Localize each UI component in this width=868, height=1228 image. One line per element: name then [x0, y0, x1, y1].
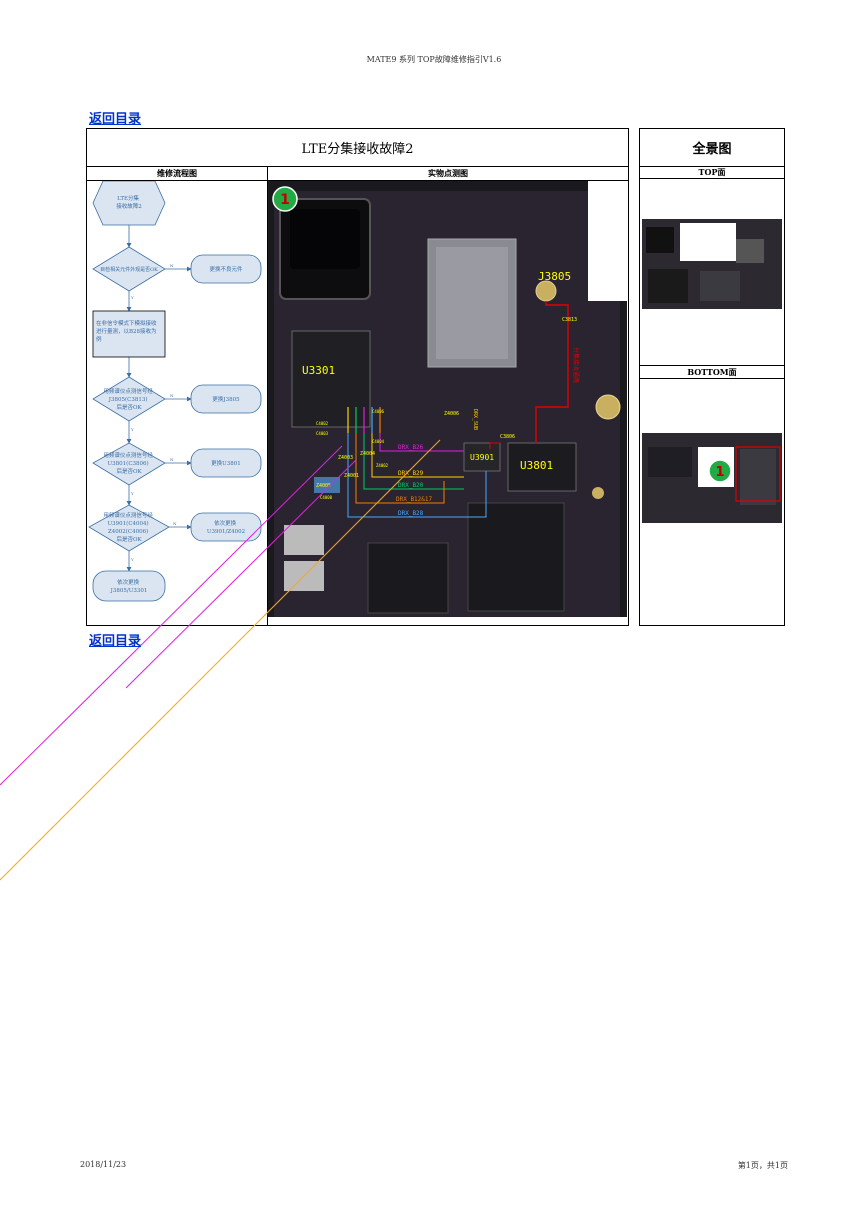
- label-drx-b12: DRX_B12&17: [396, 496, 433, 503]
- svg-text:LTE分集 接收故障2: LTE分集 接收故障2: [116, 194, 142, 210]
- label-z4001: Z4001: [344, 473, 359, 479]
- pcb-measurement-photo: U3301 J3805 U3801 U3901 C3813 分集接收通路 C38…: [268, 181, 627, 617]
- main-table: LTE分集接收故障2 维修流程图 实物点测图: [86, 128, 629, 626]
- flow-check3-diamond: [92, 376, 166, 422]
- photo-column-header: 实物点测图: [268, 166, 628, 181]
- label-u3301: U3301: [302, 364, 335, 377]
- flow-action4-text: 更换U3801: [211, 459, 241, 467]
- flow-end-box: [92, 570, 166, 602]
- back-to-toc-link-bottom[interactable]: 返回目录: [89, 634, 142, 649]
- flow-check4-line2: U3801(C3806): [108, 460, 149, 467]
- label-drx-b29: DRX_B29: [398, 470, 424, 477]
- top-side-label: TOP面: [640, 166, 784, 179]
- flow-mark-y3: Y: [130, 427, 134, 432]
- flow-start-line2: 接收故障2: [116, 202, 142, 210]
- label-u3801: U3801: [520, 459, 553, 472]
- flow-end-line2: J3805/U3301: [110, 588, 148, 594]
- flow-mark-n1: N: [170, 263, 174, 268]
- flow-check5-line3: Z4002(C4006): [108, 528, 148, 535]
- flow-action5-line1: 依次更换: [214, 519, 237, 527]
- column-divider: [267, 166, 268, 625]
- label-c4008: C4008: [320, 495, 333, 500]
- footer-date: 2018/11/23: [80, 1160, 127, 1169]
- svg-text:在非信令模式下模拟接收 进行量测，以B28接收为: 在非信令模式下模拟接收 进行量测，以B28接收为 例: [96, 319, 158, 343]
- svg-text:用频谱仪点测信号经 J3805(C3813): 用频谱仪点测信号经 J3805(C3813) 后是否OK: [103, 387, 154, 411]
- page-header: MATE9 系列 TOP故障维修指引V1.6: [366, 55, 502, 64]
- label-c4002: C4002: [316, 421, 329, 426]
- label-z4003: Z4003: [338, 455, 353, 461]
- overview-table: 全景图 TOP面 BOTTOM面 1: [639, 128, 785, 626]
- flow-check1-text: 目检相关元件外观是否OK: [100, 266, 158, 273]
- flow-mark-y4: Y: [130, 491, 134, 496]
- flow-mark-n5: N: [173, 521, 177, 526]
- flow-action1-text: 更换不良元件: [209, 265, 243, 273]
- flow-check5-line1: 用频谱仪点测信号经: [103, 511, 153, 519]
- label-c4006: C4006: [372, 409, 385, 414]
- label-j3805: J3805: [538, 270, 571, 283]
- footer-page: 第1页，共1页: [737, 1161, 788, 1170]
- label-c4003: C4003: [316, 431, 329, 436]
- flow-column-header: 维修流程图: [87, 166, 268, 181]
- label-red-path: 分集接收通路: [572, 347, 580, 383]
- back-to-toc-link-top[interactable]: 返回目录: [89, 112, 142, 127]
- label-drx-sub: DRX_SUB: [472, 409, 478, 430]
- flow-start-node: [92, 181, 166, 226]
- bottom-side-label: BOTTOM面: [640, 366, 784, 379]
- flow-action3-text: 更换J3805: [212, 395, 240, 403]
- flow-check4-line1: 用频谱仪点测信号经: [103, 451, 153, 459]
- flow-step2-box: [92, 310, 166, 358]
- label-drx-b28: DRX_B28: [398, 510, 424, 517]
- flow-action3-box: [190, 384, 262, 414]
- flow-mark-y5: Y: [130, 557, 134, 562]
- top-board-image: [642, 219, 782, 309]
- bottom-board-image: 1: [642, 433, 782, 523]
- flow-action5-box: [190, 512, 262, 542]
- photo-badge: 1: [280, 192, 290, 208]
- label-drx-b20: DRX_B20: [398, 482, 424, 489]
- flow-check3-line2: J3805(C3813): [108, 396, 148, 403]
- flow-check4-line3: 后是否OK: [116, 467, 142, 475]
- overview-title: 全景图: [640, 129, 784, 167]
- label-c4004: C4004: [372, 439, 385, 444]
- label-z4006: Z4006: [444, 411, 459, 417]
- flow-mark-n3: N: [170, 393, 174, 398]
- label-drx-b26: DRX_B26: [398, 444, 424, 451]
- label-z4004: Z4004: [360, 451, 375, 457]
- flow-check1-diamond: [92, 246, 166, 292]
- flow-step2-line3: 例: [96, 335, 102, 343]
- flow-end-line1: 依次更换: [117, 578, 140, 586]
- flow-mark-n4: N: [170, 457, 174, 462]
- flow-check5-diamond: [88, 504, 170, 552]
- flow-start-line1: LTE分集: [117, 194, 139, 202]
- label-u3901: U3901: [470, 453, 494, 462]
- flow-check5-line2: U3901(C4004): [108, 520, 149, 527]
- table-title: LTE分集接收故障2: [87, 129, 628, 167]
- label-c3813: C3813: [562, 317, 577, 323]
- label-z4002: Z4002: [376, 463, 389, 468]
- flow-step2-line2: 进行量测，以B28接收为: [96, 327, 157, 335]
- flow-step2-line1: 在非信令模式下模拟接收: [96, 319, 157, 327]
- repair-flowchart: LTE分集 接收故障2 目检相关元件外观是否OK 更换不良元件 在非信令模式下模…: [88, 181, 262, 602]
- flow-check3-line3: 后是否OK: [116, 403, 142, 411]
- flow-check3-line1: 用频谱仪点测信号经: [103, 387, 153, 395]
- bottom-board-badge: 1: [715, 465, 724, 480]
- label-c3806: C3806: [500, 434, 515, 440]
- flow-check5-line4: 后是否OK: [116, 535, 142, 543]
- flow-action5-line2: U3901/Z4002: [207, 529, 245, 535]
- flow-mark-y1: Y: [130, 295, 134, 300]
- label-z4005: Z4005: [316, 483, 331, 489]
- flow-action1-box: [190, 254, 262, 284]
